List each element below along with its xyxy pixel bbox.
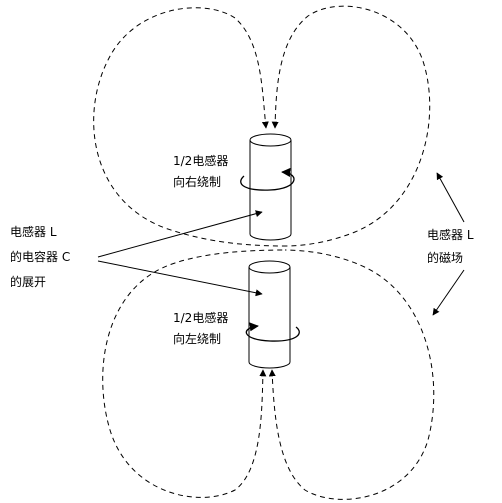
upper-coil-label-line2: 向右绕制 bbox=[173, 175, 222, 189]
field-label-line2: 的磁场 bbox=[427, 251, 464, 265]
capacitor-label-line3: 的展开 bbox=[10, 275, 47, 289]
capacitor-pointer-upper bbox=[97, 210, 263, 258]
capacitor-label-line2: 的电容器 C bbox=[10, 250, 71, 264]
lower-coil-cylinder bbox=[245, 260, 300, 369]
field-loop-lower-right bbox=[268, 249, 435, 500]
field-loop-lower-left bbox=[102, 249, 286, 498]
lower-coil-label-line1: 1/2电感器 bbox=[173, 311, 229, 325]
upper-coil-cylinder bbox=[240, 133, 295, 241]
upper-coil-label-line1: 1/2电感器 bbox=[173, 154, 229, 168]
field-loop-upper-right bbox=[271, 5, 431, 247]
capacitor-pointer-lower bbox=[97, 260, 263, 297]
field-pointer-upper bbox=[436, 172, 465, 223]
field-loop-upper-left bbox=[93, 7, 286, 247]
capacitor-label-line1: 电感器 L bbox=[10, 225, 57, 239]
upper-winding-arrow bbox=[240, 167, 295, 191]
field-pointer-lower bbox=[432, 269, 465, 316]
lower-coil-label-line2: 向左绕制 bbox=[173, 332, 222, 346]
lower-winding-arrow bbox=[245, 322, 300, 342]
field-label-line1: 电感器 L bbox=[427, 228, 474, 242]
